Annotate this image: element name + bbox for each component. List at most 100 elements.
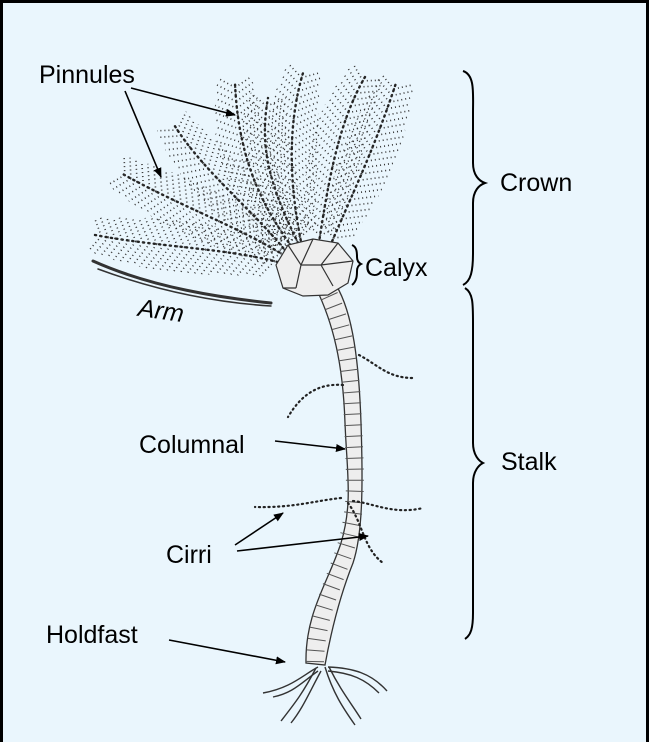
pinnule-branch (332, 92, 348, 113)
pinnule-branch (336, 144, 365, 153)
pinnule-branch (309, 153, 331, 173)
pinnule-branch (285, 70, 300, 85)
pinnule-branch (330, 170, 358, 180)
pinnule-branch (216, 141, 244, 149)
pinnule-branch (178, 175, 181, 204)
pinnule-branch (124, 156, 125, 175)
pinnule-branch (369, 96, 385, 116)
pinnule-branch (154, 166, 156, 192)
label-columnal: Columnal (139, 433, 245, 458)
pinnule-branch (308, 160, 330, 180)
pinnule-branch (201, 251, 219, 274)
pinnule-branch (139, 218, 150, 243)
pinnule-branch (348, 108, 374, 113)
pinnule-branch (201, 223, 213, 250)
arm-7 (173, 123, 293, 261)
pinnule-branch (294, 108, 319, 119)
calyx-body (276, 239, 353, 296)
arm-1 (95, 235, 288, 265)
pinnule-branch (169, 152, 194, 156)
pinnule-branch (274, 197, 286, 220)
pinnule-branch (119, 218, 129, 241)
label-crown: Crown (500, 171, 572, 196)
pinnule-branch (277, 89, 296, 105)
pinnule-branch (302, 73, 321, 78)
pinnule-branch (166, 247, 184, 271)
pinnule-branch (215, 127, 241, 136)
pinnule-branch (297, 90, 319, 98)
pinnules-pointer-1 (131, 88, 235, 115)
pinnule-branch (350, 196, 378, 200)
label-holdfast: Holdfast (46, 623, 138, 648)
pinnule-branch (229, 219, 256, 225)
pinnule-branch (145, 198, 168, 213)
pinnule-branch (339, 222, 363, 225)
pinnule-branch (172, 172, 175, 200)
pinnule-branch (375, 85, 390, 102)
pinnule-branch (322, 111, 341, 132)
columnal-segment (346, 458, 364, 459)
pinnule-branch (129, 188, 150, 201)
pinnule-branch (334, 235, 355, 238)
pinnule-branch (101, 239, 115, 256)
pinnule-branch (108, 175, 125, 185)
pinnule-branch (252, 260, 268, 276)
pinnule-branch (142, 162, 144, 185)
pinnule-branch (176, 163, 203, 168)
pinnule-branch (166, 147, 190, 150)
pinnule-branch (336, 86, 351, 106)
pinnule-branch (194, 221, 219, 238)
pinnule-branch (172, 158, 198, 162)
pinnule-branch (344, 75, 356, 94)
pinnule-branch (294, 179, 317, 196)
pinnule-branch (266, 104, 286, 113)
pinnule-branch (331, 163, 359, 173)
pinnule-branch (359, 176, 389, 180)
pinnule-branch (263, 238, 286, 239)
pinnule-branch (346, 114, 373, 119)
pinnule-branch (266, 146, 292, 161)
pinnule-branch (244, 114, 265, 127)
pinnule-branch (300, 78, 320, 84)
pinnule-branch (130, 158, 131, 179)
pinnule-branch (207, 227, 231, 243)
pinnule-branch (223, 254, 240, 275)
label-cirri: Cirri (166, 543, 212, 568)
pinnule-branch (317, 124, 338, 145)
pinnule-branch (292, 139, 318, 154)
pinnule-branch (209, 252, 227, 274)
pinnule-branch (313, 138, 335, 159)
pinnule-branch (157, 130, 177, 131)
pinnule-branch (328, 177, 355, 187)
pinnule-branch (292, 158, 317, 175)
pinnule-branch (186, 221, 199, 249)
columnal-pointer (275, 441, 345, 449)
pinnule-branch (166, 170, 169, 197)
pinnule-branch (348, 203, 375, 206)
pinnule-branch (333, 157, 362, 167)
pinnule-branch (354, 97, 378, 100)
pinnule-branch (186, 120, 195, 141)
pinnule-branch (340, 132, 368, 140)
pinnule-branch (349, 69, 360, 87)
pinnule-branch (189, 179, 218, 185)
pinnule-branch (224, 214, 252, 221)
pinnule-branch (165, 219, 178, 246)
pinnule-branch (377, 130, 405, 135)
pinnule-branch (246, 107, 265, 120)
pinnule-branch (311, 145, 333, 166)
pinnule-branch (252, 186, 259, 214)
pinnule-branch (367, 157, 397, 161)
cirrus-4 (353, 501, 423, 510)
pinnule-branch (208, 141, 216, 168)
holdfast-roots (263, 667, 387, 725)
pinnule-branch (95, 237, 109, 253)
pinnule-branch (160, 136, 182, 138)
pinnule-branch (151, 201, 175, 217)
pinnule-branch (215, 226, 226, 252)
pinnule-branch (293, 120, 319, 133)
pinnule-branch (321, 221, 334, 238)
pinnule-branch (304, 198, 323, 214)
pinnule-branch (241, 128, 265, 141)
